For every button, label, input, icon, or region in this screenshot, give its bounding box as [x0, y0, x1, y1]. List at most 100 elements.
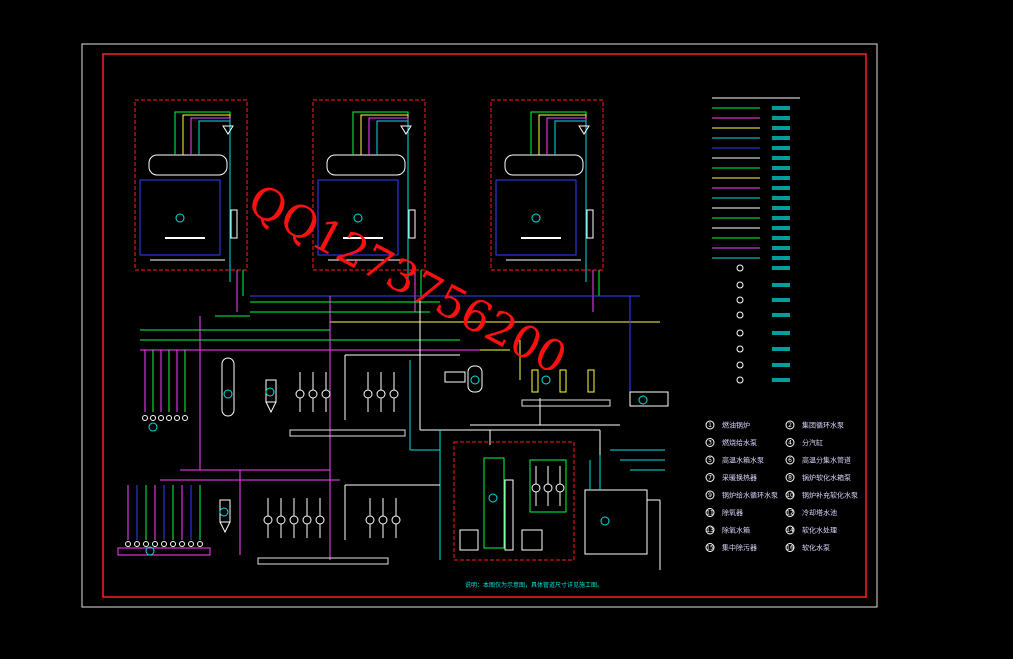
legend-pipe-label [772, 166, 790, 170]
legend-label: 高温水箱水泵 [722, 456, 764, 465]
equipment-legend-item: 4 分汽缸 [785, 438, 823, 447]
collector-bars [117, 399, 611, 565]
legend-label: 锅炉补充软化水泵 [802, 491, 858, 500]
legend-number: 4 [788, 440, 792, 447]
legend-symbol [736, 296, 744, 304]
legend-number: 2 [788, 422, 792, 429]
legend-label: 燃油锅炉 [722, 421, 750, 430]
legend-label: 锅炉给水循环水泵 [722, 491, 778, 500]
boiler-id-marker [175, 213, 185, 223]
legend-symbol [736, 361, 744, 369]
legend-number: 12 [786, 510, 794, 517]
legend-number: 9 [708, 492, 712, 499]
legend-label: 高温分集水管道 [802, 456, 851, 465]
pump [315, 498, 325, 538]
pump [276, 498, 286, 538]
equipment-legend-item: 13 除氧水箱 [705, 525, 750, 535]
legend-number: 7 [708, 475, 712, 482]
legend-pipe-label [772, 176, 790, 180]
equipment-legend-item: 2 集团循环水泵 [785, 420, 844, 430]
equipment-markers [145, 375, 648, 556]
legend-label: 冷却塔水池 [802, 508, 837, 517]
equipment-legend-item: 16 软化水泵 [785, 543, 830, 552]
equipment-legend-item: 12 冷却塔水池 [785, 508, 837, 517]
main-headers [140, 295, 660, 560]
legend-label: 除氧水箱 [722, 526, 750, 535]
pump [302, 498, 312, 538]
legend-label: 分汽缸 [802, 438, 823, 447]
pump [378, 498, 388, 538]
legend-number: 11 [706, 510, 714, 517]
legend-label: 锅炉软化水箱泵 [802, 473, 851, 482]
pump [376, 372, 386, 412]
legend-pipe-label [772, 256, 790, 260]
legend-symbol [736, 281, 744, 289]
legend-number: 13 [706, 527, 714, 534]
legend-pipe-label [772, 186, 790, 190]
legend-number: 5 [708, 457, 712, 464]
equipment-legend-item: 1 燃油锅炉 [705, 420, 750, 430]
legend-symbol [736, 329, 744, 337]
pump [555, 466, 565, 506]
legend-label: 软化水泵 [802, 543, 830, 552]
legend-symbol [736, 376, 744, 384]
legend-pipe-label [772, 126, 790, 130]
pipe-legend-table [712, 97, 800, 384]
pump [321, 372, 331, 412]
legend-symbol [736, 311, 744, 319]
pump-groups [263, 372, 565, 538]
legend-symbol [736, 264, 744, 272]
equipment-legend-item: 9 锅炉给水循环水泵 [705, 490, 778, 500]
pump [531, 466, 541, 506]
boiler-id-marker [531, 213, 541, 223]
pump [295, 372, 305, 412]
outer-frame [81, 43, 878, 608]
legend-pipe-label [772, 116, 790, 120]
pump [365, 498, 375, 538]
legend-number: 3 [708, 440, 712, 447]
boiler-unit [490, 99, 604, 312]
equipment-legend-item: 11 除氧器 [705, 508, 743, 517]
pump [543, 466, 553, 506]
legend-label: 除氧器 [722, 508, 743, 517]
legend-pipe-label [772, 196, 790, 200]
pump [389, 372, 399, 412]
legend-pipe-label [772, 246, 790, 250]
boiler-units [134, 99, 604, 312]
pump [363, 372, 373, 412]
legend-pipe-label [772, 106, 790, 110]
legend-number: 16 [786, 545, 794, 552]
legend-symbol [736, 345, 744, 353]
equipment-legend-item: 5 高温水箱水泵 [705, 455, 764, 465]
legend-label: 燃烧给水泵 [722, 438, 757, 447]
legend-number: 14 [786, 527, 794, 534]
inner-red-border [102, 53, 867, 598]
legend-number: 1 [708, 422, 712, 429]
legend-label: 集团循环水泵 [802, 421, 844, 430]
pump [391, 498, 401, 538]
legend-pipe-label [772, 156, 790, 160]
vessels [219, 357, 595, 534]
legend-label: 集中除污器 [722, 543, 757, 552]
legend-pipe-label [772, 236, 790, 240]
legend-number: 10 [786, 492, 794, 499]
legend-pipe-label [772, 216, 790, 220]
supply-risers [125, 350, 203, 547]
boiler-unit [134, 99, 248, 312]
footnote: 说明：本图仅为示意图，具体管道尺寸详见施工图。 [465, 581, 603, 589]
softening-area [453, 391, 669, 570]
boiler-id-marker [353, 213, 363, 223]
pump [289, 498, 299, 538]
pump [308, 372, 318, 412]
legend-label: 采暖换热器 [722, 473, 757, 482]
pump [263, 498, 273, 538]
equipment-legend-item: 10 锅炉补充软化水泵 [785, 490, 858, 500]
boiler-unit [312, 99, 426, 312]
